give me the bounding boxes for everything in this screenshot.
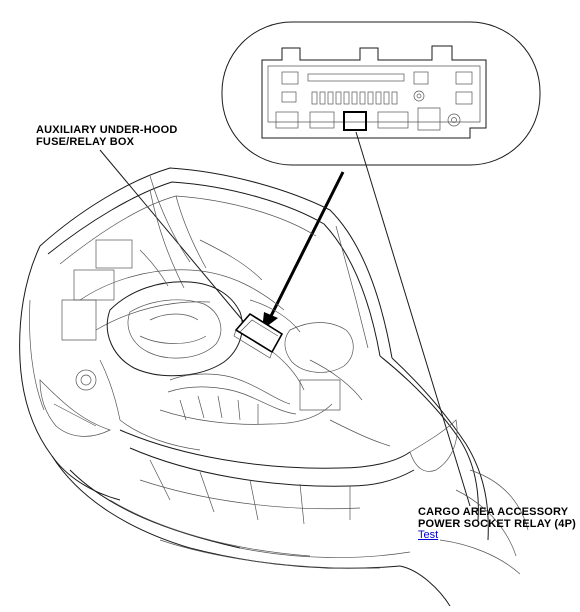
aux-label-line1: AUXILIARY UNDER-HOOD <box>36 124 178 136</box>
auxiliary-fuse-box-label: AUXILIARY UNDER-HOOD FUSE/RELAY BOX <box>36 124 178 148</box>
auxiliary-fuse-box-marker <box>233 312 284 359</box>
aux-label-line2: FUSE/RELAY BOX <box>36 136 135 148</box>
cargo-label-line1: CARGO AREA ACCESSORY <box>418 506 569 518</box>
vehicle-front-illustration <box>19 167 529 607</box>
inset-bubble <box>221 21 541 166</box>
leader-lines <box>99 131 471 507</box>
cargo-relay-label: CARGO AREA ACCESSORY POWER SOCKET RELAY … <box>418 506 576 530</box>
test-link[interactable]: Test <box>418 529 439 541</box>
cargo-label-line2: POWER SOCKET RELAY (4P) <box>418 518 577 530</box>
